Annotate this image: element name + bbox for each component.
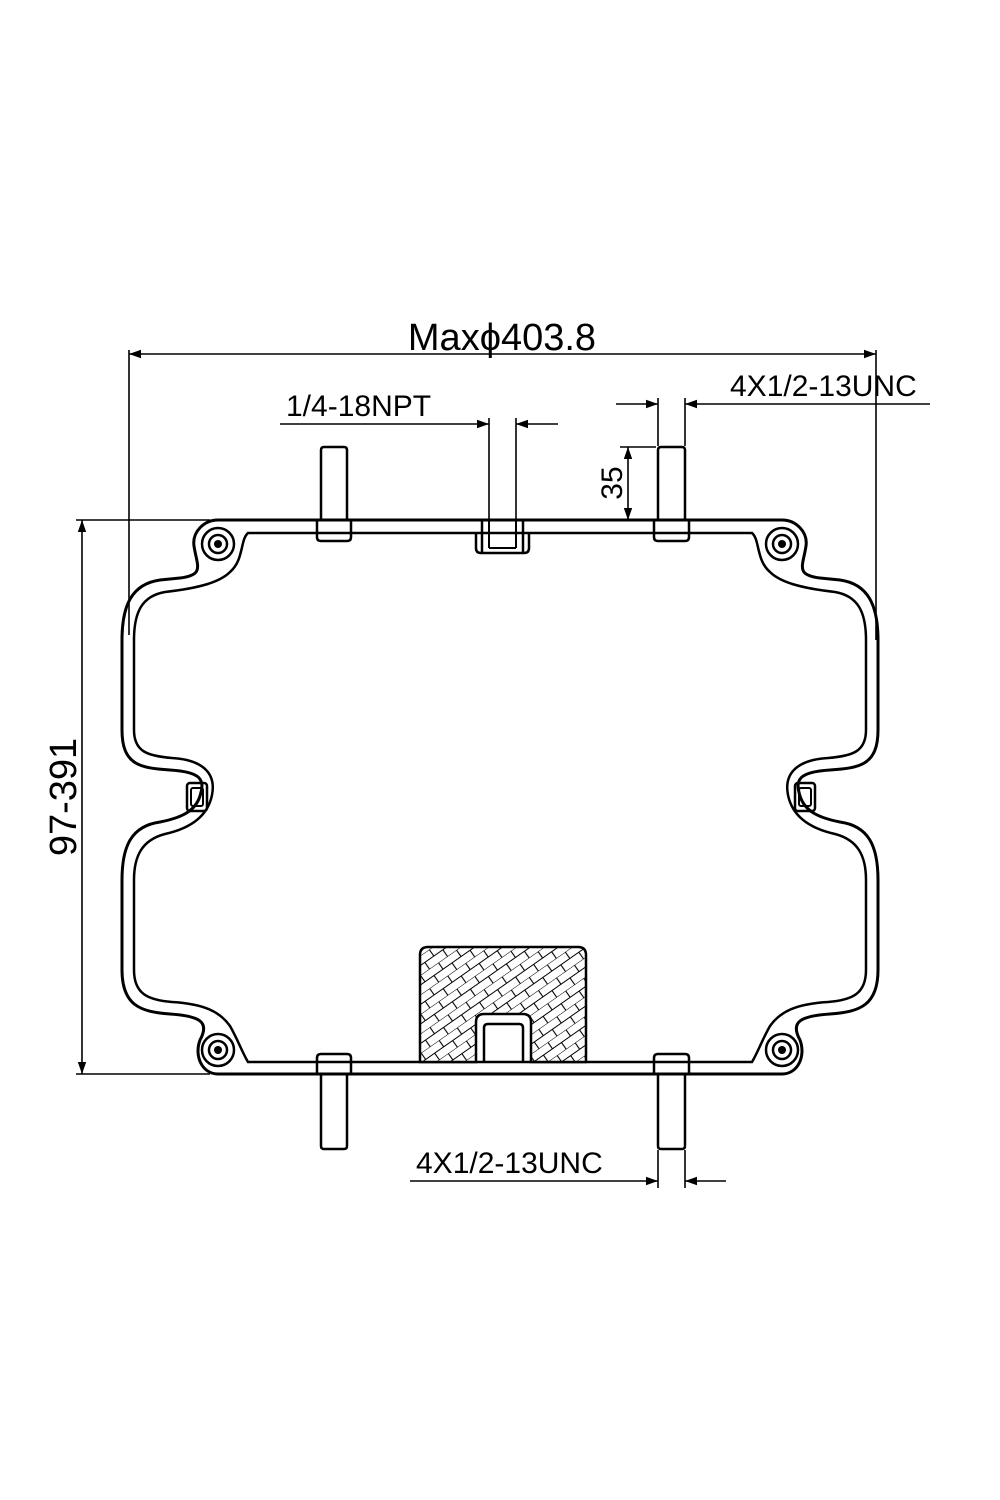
top-studs-label: 4X1/2-13UNC <box>730 370 917 403</box>
height-range-label: 97-391 <box>43 738 85 856</box>
bumper-hatched <box>418 945 588 1064</box>
dimension-stud-length: 35 <box>596 446 656 520</box>
dimension-air-port: 1/4-18NPT <box>280 390 558 520</box>
bead-curl-bottom-left <box>200 1032 236 1068</box>
girdle-ring-left <box>185 781 209 813</box>
air-port-label: 1/4-18NPT <box>286 390 431 423</box>
dimension-bottom-studs: 4X1/2-13UNC <box>410 1147 726 1188</box>
dimension-height-range: 97-391 <box>43 519 210 1075</box>
top-stud-left <box>315 445 353 543</box>
dimension-max-diameter: Maxϕ403.8 <box>128 317 877 640</box>
dimension-top-studs: 4X1/2-13UNC <box>616 370 930 446</box>
stud-length-label: 35 <box>596 466 629 499</box>
bellows-outline <box>120 518 880 1076</box>
girdle-ring-right <box>793 781 817 813</box>
bead-curl-top-right <box>764 526 800 562</box>
bottom-studs-label: 4X1/2-13UNC <box>416 1147 603 1180</box>
bead-curl-top-left <box>200 526 236 562</box>
bottom-stud-left <box>315 1052 353 1151</box>
top-stud-right <box>652 445 691 543</box>
max-diameter-label: Maxϕ403.8 <box>408 317 596 359</box>
bottom-stud-right <box>652 1052 691 1151</box>
bead-curl-bottom-right <box>764 1032 800 1068</box>
air-port-fitting <box>474 520 531 555</box>
